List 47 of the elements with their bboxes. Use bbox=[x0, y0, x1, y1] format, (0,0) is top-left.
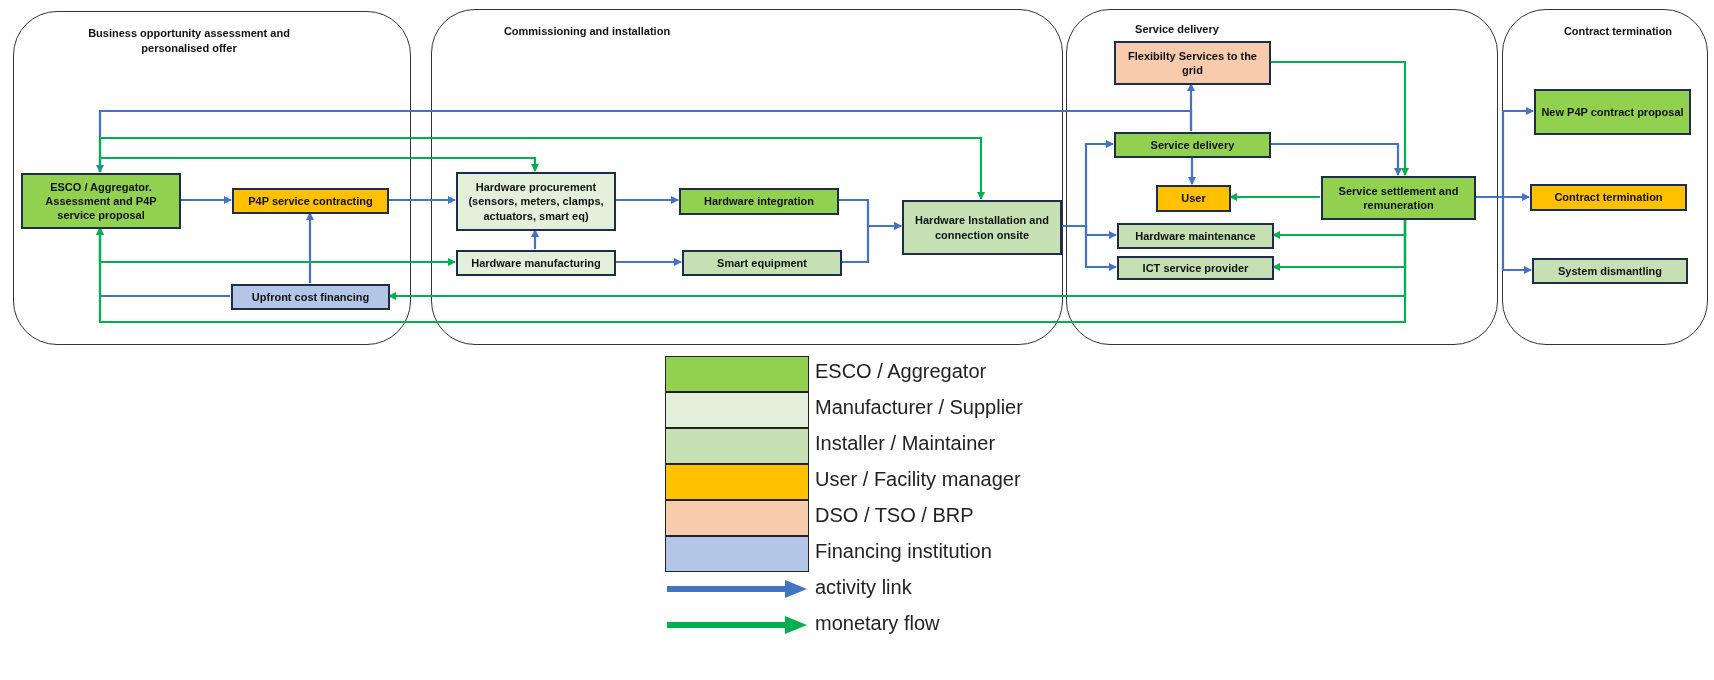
process-box: ICT service provider bbox=[1117, 256, 1274, 280]
process-box: New P4P contract proposal bbox=[1534, 89, 1691, 135]
process-box: Contract termination bbox=[1530, 184, 1687, 211]
process-box: Upfront cost financing bbox=[231, 284, 390, 310]
arrow bbox=[615, 196, 679, 204]
process-box: Service delivery bbox=[1114, 132, 1271, 158]
arrow bbox=[306, 212, 314, 283]
arrow bbox=[615, 258, 682, 266]
phase-title: Business opportunity assessment and personalised offer bbox=[87, 26, 291, 56]
arrow bbox=[1187, 83, 1195, 131]
process-box: P4P service contracting bbox=[232, 188, 389, 214]
process-box: Flexibilty Services to the grid bbox=[1114, 41, 1271, 85]
process-box: Hardware manufacturing bbox=[456, 250, 616, 276]
arrow bbox=[98, 156, 539, 172]
legend-label: ESCO / Aggregator bbox=[815, 360, 987, 383]
legend-label: Financing institution bbox=[815, 540, 992, 563]
process-box: Hardware maintenance bbox=[1117, 223, 1274, 249]
legend-label: DSO / TSO / BRP bbox=[815, 504, 974, 527]
phase-panel bbox=[1066, 9, 1498, 345]
process-box: Service settlement and remuneration bbox=[1321, 176, 1476, 220]
arrow bbox=[180, 196, 232, 204]
arrow bbox=[388, 196, 456, 204]
process-box: User bbox=[1156, 185, 1231, 212]
arrow bbox=[1270, 142, 1402, 176]
legend-label: User / Facility manager bbox=[815, 468, 1021, 491]
phase-panel bbox=[13, 11, 411, 345]
legend-label: activity link bbox=[815, 576, 912, 599]
legend-label: Installer / Maintainer bbox=[815, 432, 996, 455]
phase-panel bbox=[431, 9, 1063, 345]
process-box: Hardware integration bbox=[679, 188, 839, 215]
legend-label: monetary flow bbox=[815, 612, 940, 635]
phase-title: Contract termination bbox=[1562, 24, 1674, 39]
phase-panel bbox=[1502, 9, 1708, 345]
process-box: Hardware procurement (sensors, meters, clamps, actuators, smart eq) bbox=[456, 172, 616, 231]
arrow bbox=[1188, 157, 1196, 185]
phase-title: Commissioning and installation bbox=[502, 24, 672, 39]
arrow bbox=[841, 222, 902, 264]
arrow bbox=[98, 136, 985, 200]
process-box: Hardware Installation and connection onsite bbox=[902, 200, 1062, 255]
phase-title: Service delivery bbox=[1134, 22, 1220, 37]
legend-label: Manufacturer / Supplier bbox=[815, 396, 1023, 419]
arrow bbox=[531, 229, 539, 249]
process-box: ESCO / Aggregator. Assessment and P4P service proposal bbox=[21, 173, 181, 229]
arrow bbox=[96, 109, 1193, 173]
process-box: System dismantling bbox=[1532, 258, 1688, 284]
process-box: Smart equipment bbox=[682, 250, 842, 276]
arrow bbox=[1270, 60, 1409, 176]
